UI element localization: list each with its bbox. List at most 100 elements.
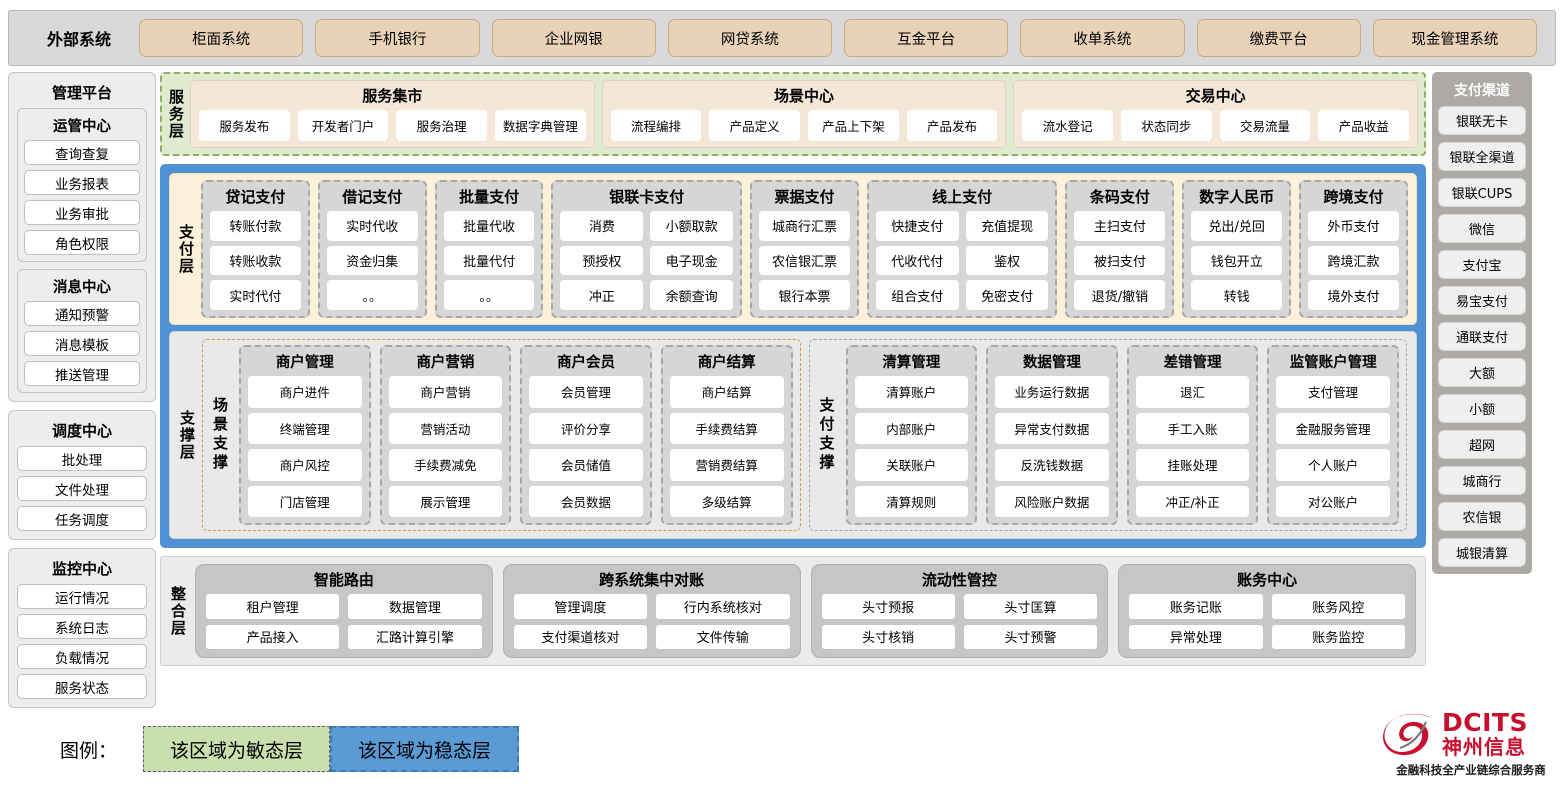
- support-item[interactable]: 手续费结算: [670, 413, 784, 445]
- external-system-item[interactable]: 手机银行: [315, 19, 479, 57]
- support-item[interactable]: 清算规则: [855, 486, 969, 518]
- payment-item[interactable]: 组合支付: [876, 280, 959, 310]
- external-system-item[interactable]: 柜面系统: [139, 19, 303, 57]
- service-item[interactable]: 产品收益: [1318, 110, 1409, 141]
- integration-item[interactable]: 账务风控: [1272, 594, 1405, 619]
- payment-channel-item[interactable]: 通联支付: [1438, 322, 1526, 351]
- service-item[interactable]: 产品上下架: [808, 110, 899, 141]
- payment-item[interactable]: 代收代付: [876, 246, 959, 276]
- support-item[interactable]: 退汇: [1136, 376, 1250, 408]
- support-item[interactable]: 门店管理: [248, 486, 362, 518]
- sidebar-item[interactable]: 通知预警: [24, 301, 140, 326]
- payment-item[interactable]: 银行本票: [759, 280, 850, 310]
- support-item[interactable]: 支付管理: [1276, 376, 1390, 408]
- payment-item[interactable]: 充值提现: [966, 211, 1049, 241]
- payment-channel-item[interactable]: 农信银: [1438, 502, 1526, 531]
- sidebar-item[interactable]: 负载情况: [17, 644, 147, 669]
- payment-item[interactable]: 转钱: [1191, 280, 1282, 310]
- payment-item[interactable]: 境外支付: [1308, 280, 1399, 310]
- payment-item[interactable]: 跨境汇款: [1308, 246, 1399, 276]
- external-system-item[interactable]: 现金管理系统: [1373, 19, 1537, 57]
- payment-channel-item[interactable]: 微信: [1438, 214, 1526, 243]
- payment-item[interactable]: 消费: [560, 211, 643, 241]
- integration-item[interactable]: 异常处理: [1129, 625, 1262, 650]
- integration-item[interactable]: 行内系统核对: [656, 594, 789, 619]
- payment-channel-item[interactable]: 大额: [1438, 358, 1526, 387]
- sidebar-item[interactable]: 业务审批: [24, 200, 140, 225]
- payment-item[interactable]: 免密支付: [966, 280, 1049, 310]
- payment-item[interactable]: 钱包开立: [1191, 246, 1282, 276]
- support-item[interactable]: 个人账户: [1276, 449, 1390, 481]
- payment-item[interactable]: 。。: [444, 280, 535, 310]
- payment-channel-item[interactable]: 城商行: [1438, 466, 1526, 495]
- integration-item[interactable]: 租户管理: [206, 594, 339, 619]
- support-item[interactable]: 关联账户: [855, 449, 969, 481]
- service-item[interactable]: 产品发布: [907, 110, 998, 141]
- sidebar-item[interactable]: 推送管理: [24, 361, 140, 386]
- sidebar-item[interactable]: 任务调度: [17, 506, 147, 531]
- payment-channel-item[interactable]: 银联全渠道: [1438, 142, 1526, 171]
- support-item[interactable]: 手续费减免: [389, 449, 503, 481]
- support-item[interactable]: 冲正/补正: [1136, 486, 1250, 518]
- support-item[interactable]: 评价分享: [529, 413, 643, 445]
- sidebar-item[interactable]: 服务状态: [17, 674, 147, 699]
- support-item[interactable]: 反洗钱数据: [995, 449, 1109, 481]
- service-item[interactable]: 数据字典管理: [495, 110, 586, 141]
- payment-item[interactable]: 冲正: [560, 280, 643, 310]
- sidebar-item[interactable]: 查询查复: [24, 140, 140, 165]
- sidebar-item[interactable]: 运行情况: [17, 584, 147, 609]
- sidebar-item[interactable]: 文件处理: [17, 476, 147, 501]
- support-item[interactable]: 风险账户数据: [995, 486, 1109, 518]
- support-item[interactable]: 会员管理: [529, 376, 643, 408]
- sidebar-item[interactable]: 批处理: [17, 446, 147, 471]
- payment-item[interactable]: 资金归集: [327, 246, 418, 276]
- service-item[interactable]: 开发者门户: [298, 110, 389, 141]
- integration-item[interactable]: 产品接入: [206, 625, 339, 650]
- service-item[interactable]: 服务发布: [199, 110, 290, 141]
- external-system-item[interactable]: 互金平台: [844, 19, 1008, 57]
- payment-item[interactable]: 。。: [327, 280, 418, 310]
- payment-item[interactable]: 电子现金: [650, 246, 733, 276]
- service-item[interactable]: 流水登记: [1022, 110, 1113, 141]
- sidebar-item[interactable]: 角色权限: [24, 230, 140, 255]
- payment-channel-item[interactable]: 支付宝: [1438, 250, 1526, 279]
- support-item[interactable]: 业务运行数据: [995, 376, 1109, 408]
- payment-channel-item[interactable]: 超网: [1438, 430, 1526, 459]
- integration-item[interactable]: 文件传输: [656, 625, 789, 650]
- service-item[interactable]: 状态同步: [1121, 110, 1212, 141]
- support-item[interactable]: 挂账处理: [1136, 449, 1250, 481]
- sidebar-item[interactable]: 消息模板: [24, 331, 140, 356]
- support-item[interactable]: 展示管理: [389, 486, 503, 518]
- payment-item[interactable]: 城商行汇票: [759, 211, 850, 241]
- sidebar-item[interactable]: 业务报表: [24, 170, 140, 195]
- external-system-item[interactable]: 收单系统: [1020, 19, 1184, 57]
- support-item[interactable]: 异常支付数据: [995, 413, 1109, 445]
- support-item[interactable]: 金融服务管理: [1276, 413, 1390, 445]
- payment-item[interactable]: 转账收款: [210, 246, 301, 276]
- payment-item[interactable]: 外币支付: [1308, 211, 1399, 241]
- payment-item[interactable]: 转账付款: [210, 211, 301, 241]
- integration-item[interactable]: 账务记账: [1129, 594, 1262, 619]
- external-system-item[interactable]: 企业网银: [492, 19, 656, 57]
- payment-item[interactable]: 小额取款: [650, 211, 733, 241]
- support-item[interactable]: 营销活动: [389, 413, 503, 445]
- support-item[interactable]: 清算账户: [855, 376, 969, 408]
- service-item[interactable]: 流程编排: [611, 110, 702, 141]
- payment-channel-item[interactable]: 银联CUPS: [1438, 178, 1526, 207]
- payment-channel-item[interactable]: 银联无卡: [1438, 106, 1526, 135]
- payment-item[interactable]: 批量代付: [444, 246, 535, 276]
- payment-item[interactable]: 兑出/兑回: [1191, 211, 1282, 241]
- payment-item[interactable]: 快捷支付: [876, 211, 959, 241]
- payment-item[interactable]: 鉴权: [966, 246, 1049, 276]
- support-item[interactable]: 对公账户: [1276, 486, 1390, 518]
- sidebar-item[interactable]: 系统日志: [17, 614, 147, 639]
- payment-channel-item[interactable]: 易宝支付: [1438, 286, 1526, 315]
- integration-item[interactable]: 头寸预警: [964, 625, 1097, 650]
- payment-item[interactable]: 实时代收: [327, 211, 418, 241]
- payment-item[interactable]: 实时代付: [210, 280, 301, 310]
- external-system-item[interactable]: 缴费平台: [1197, 19, 1361, 57]
- integration-item[interactable]: 头寸匡算: [964, 594, 1097, 619]
- support-item[interactable]: 会员数据: [529, 486, 643, 518]
- support-item[interactable]: 内部账户: [855, 413, 969, 445]
- integration-item[interactable]: 汇路计算引擎: [348, 625, 481, 650]
